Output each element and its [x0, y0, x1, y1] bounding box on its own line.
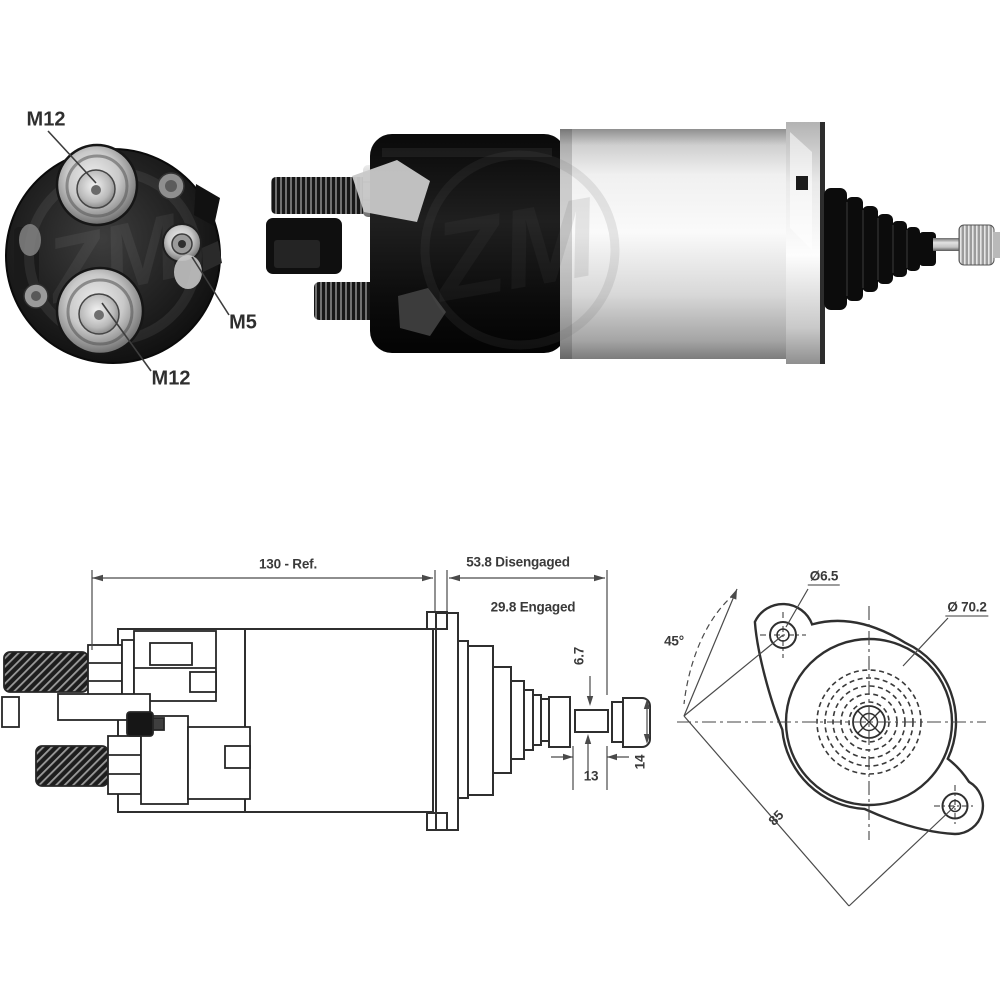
end-view-leader-lines — [47, 130, 230, 372]
terminal-m5 — [162, 223, 202, 263]
terminal-m12-lower — [55, 266, 145, 356]
dim-neck-length: 13 — [583, 768, 599, 784]
photo-screw-head — [958, 224, 995, 266]
drawing-flange-view — [677, 588, 986, 907]
boot-ridge-highlights — [846, 202, 908, 296]
angle-construction — [683, 588, 784, 717]
dim-engaged: 29.8 Engaged — [490, 599, 576, 615]
photo-stud-lower — [314, 282, 384, 320]
dim-total-length: 130 - Ref. — [258, 556, 318, 572]
end-view-photo: ZM — [5, 130, 230, 372]
dim-boss-diameter: Ø 70.2 — [945, 599, 989, 617]
mounting-hole-bottom — [934, 785, 976, 827]
label-m5: M5 — [229, 311, 257, 334]
dim-mounting-hole-diameter: Ø6.5 — [807, 568, 841, 586]
leader-lines — [785, 588, 949, 667]
centerlines — [677, 606, 986, 840]
terminal-m12-upper — [55, 143, 139, 227]
dimension-arrowheads — [92, 574, 737, 761]
label-m12-top: M12 — [26, 108, 66, 131]
dim-shaft-diameter: 6.7 — [571, 646, 587, 666]
side-view-photo: ZM — [266, 122, 1000, 364]
dim-disengaged: 53.8 Disengaged — [466, 554, 570, 570]
photo-body — [560, 129, 790, 359]
photo-boot — [824, 188, 936, 310]
label-m12-bottom: M12 — [151, 367, 191, 390]
dim-tip-diameter: 14 — [632, 754, 648, 770]
watermark-text: ZM — [421, 173, 608, 325]
dim-hole-angle: 45° — [664, 633, 684, 649]
hub-spokes — [857, 710, 881, 734]
hole-distance-lines — [683, 715, 956, 907]
drawing-terminals — [1, 630, 251, 805]
technical-drawing — [1, 570, 986, 907]
watermark-ring — [420, 150, 620, 350]
photo-stud-upper — [271, 177, 367, 214]
